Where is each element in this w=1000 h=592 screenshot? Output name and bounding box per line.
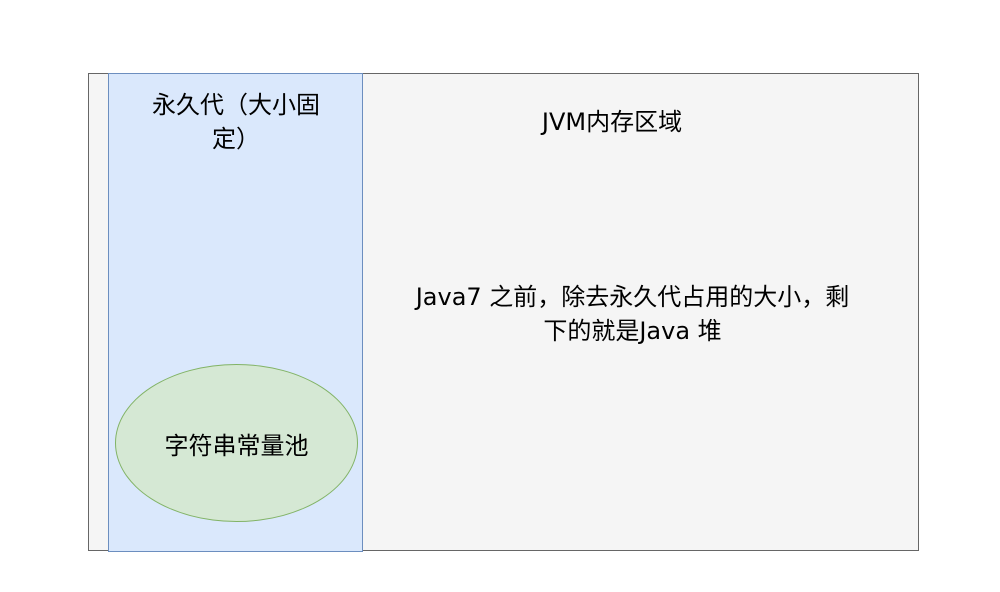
heap-description: Java7 之前，除去永久代占用的大小，剩下的就是Java 堆 xyxy=(415,283,850,345)
string-constant-pool: 字符串常量池 xyxy=(115,364,358,522)
jvm-region-title: JVM内存区域 xyxy=(541,108,683,136)
string-constant-pool-label: 字符串常量池 xyxy=(164,431,309,460)
permanent-generation-label: 永久代（大小固定） xyxy=(152,91,320,153)
